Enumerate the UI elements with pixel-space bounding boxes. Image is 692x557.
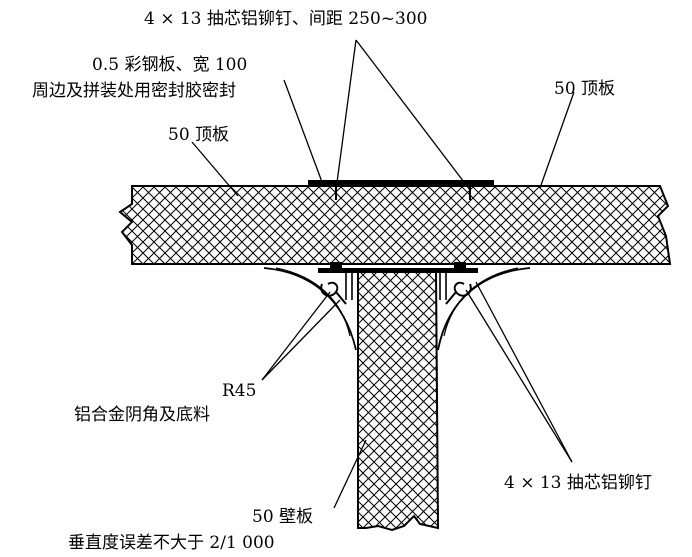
corner-clip-left bbox=[320, 281, 347, 305]
leader-steel-plate bbox=[283, 79, 323, 183]
leader-r45-a bbox=[261, 291, 331, 381]
corner-profile-left bbox=[263, 267, 357, 351]
base-cap bbox=[318, 268, 478, 273]
wall-panel bbox=[357, 271, 440, 532]
leader-rivet-bottom-b bbox=[475, 281, 573, 463]
clip-block-right bbox=[454, 262, 466, 270]
label-roof-left: 50 顶板 bbox=[168, 125, 229, 145]
label-corner-profile: 铝合金阴角及底料 bbox=[74, 405, 210, 425]
leader-roof-left bbox=[191, 141, 239, 197]
leader-r45-b bbox=[261, 299, 341, 381]
label-rivet-bottom: 4 × 13 抽芯铝铆钉 bbox=[504, 473, 652, 493]
label-steel-plate-line1: 0.5 彩钢板、宽 100 bbox=[92, 55, 247, 75]
leader-rivet-top-right bbox=[355, 39, 471, 191]
clip-block-left bbox=[330, 262, 342, 270]
steel-strip-plate bbox=[308, 180, 494, 185]
label-steel-plate-line2: 周边及拼装处用密封胶密封 bbox=[32, 81, 236, 101]
label-roof-right: 50 顶板 bbox=[554, 79, 615, 99]
leader-rivet-bottom-a bbox=[465, 289, 573, 463]
label-wall-panel: 50 壁板 bbox=[252, 507, 313, 527]
roof-panel bbox=[118, 185, 672, 265]
leader-roof-right bbox=[539, 91, 575, 189]
corner-profile-left-inner bbox=[275, 267, 351, 337]
corner-profile-right-inner bbox=[443, 267, 519, 337]
corner-clip-right bbox=[445, 281, 472, 305]
leader-wall-panel bbox=[333, 439, 367, 509]
label-r45: R45 bbox=[222, 381, 256, 401]
label-rivet-top: 4 × 13 抽芯铝铆钉、间距 250~300 bbox=[144, 9, 427, 29]
leader-rivet-top-left bbox=[335, 39, 357, 191]
label-verticality: 垂直度误差不大于 2/1 000 bbox=[68, 533, 275, 553]
